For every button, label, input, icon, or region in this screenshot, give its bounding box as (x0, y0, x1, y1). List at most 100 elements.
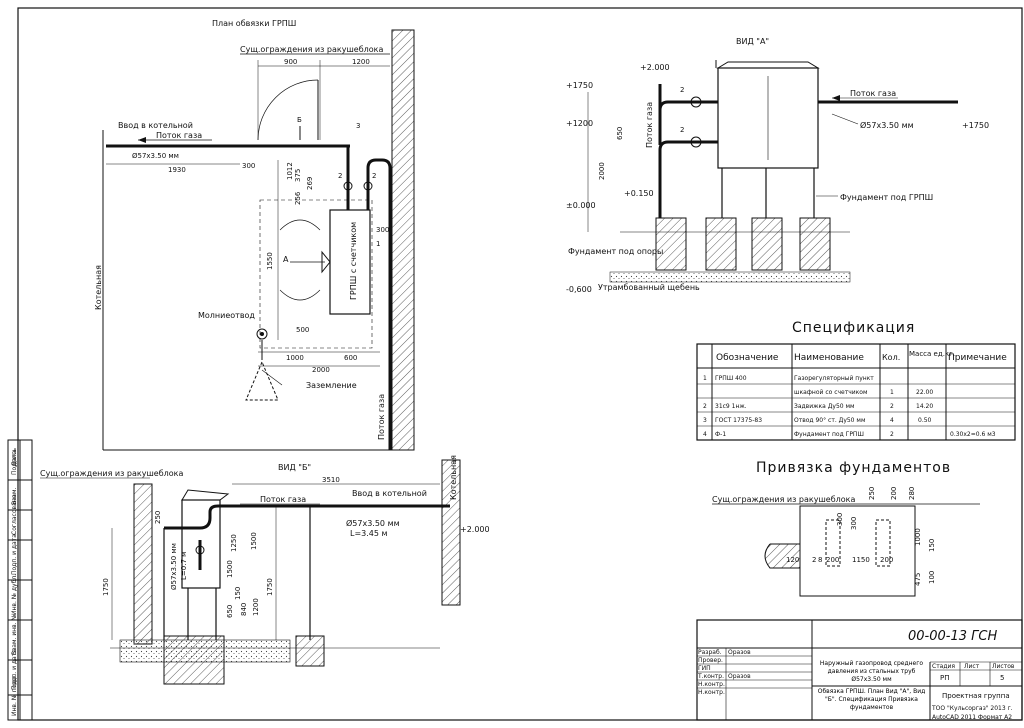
spec-r2-qty: 2 (890, 403, 894, 410)
view-a-level-0000: ±0.000 (566, 201, 596, 210)
view-b-flow-label: Поток газа (260, 495, 306, 504)
plan-dim-500: 500 (296, 326, 309, 334)
margin-label-7: Подпись (11, 448, 18, 475)
spec-r4-name: Фундамент под ГРПШ (794, 431, 864, 438)
view-b-inlet-label: Ввод в котельной (352, 489, 427, 498)
fnd-dim-1150: 1150 (852, 556, 870, 564)
view-a-foundation-2 (751, 217, 783, 271)
plan-cabinet-label: ГРПШ с счетчиком (349, 222, 358, 300)
view-a-gravel-label: Утрамбованный щебень (598, 283, 700, 292)
plan-mark-3: 3 (356, 122, 360, 130)
fnd-dim-200c: 200 (880, 556, 893, 564)
view-b-dim-1500: 1500 (250, 532, 258, 550)
spec-r3-name: Отвод 90° ст. Ду50 мм (794, 417, 865, 424)
view-a-level-2000: +2.000 (640, 63, 670, 72)
margin-label-5: Согласовано (11, 494, 18, 535)
fnd-dim-8: 8 (818, 556, 822, 564)
spec-r1b-mass: 22.00 (916, 389, 933, 396)
margin-label-4: Подп. и дата (11, 534, 18, 575)
view-b-dim-1500b: 1500 (226, 560, 234, 578)
view-a-level-0150: +0.150 (624, 189, 654, 198)
stamp-sheet-title: Обвязка ГРПШ. План Вид "А", Вид "Б". Спе… (817, 688, 926, 711)
view-b-dim-150: 150 (234, 587, 242, 600)
view-a-foundation-1 (705, 217, 737, 271)
stamp-name-3: Оразов (728, 673, 751, 680)
fnd-dim-300: 300 (836, 513, 844, 526)
view-a-supports-label: Фундамент под опоры (568, 247, 663, 256)
view-a-mark-2b: 2 (680, 126, 684, 134)
plan-ground-label: Заземление (306, 381, 357, 390)
plan-dim-600: 600 (344, 354, 357, 362)
spec-r1-code: ГРПШ 400 (715, 375, 747, 382)
stamp-org2: ТОО "Кульсоргаз" 2013 г. (931, 705, 1013, 712)
spec-r1b-qty: 1 (890, 389, 894, 396)
plan-boiler-label: Котельная (94, 265, 103, 310)
view-b-fence-label: Сущ.ограждения из ракушеблока (40, 469, 183, 478)
stamp-org1: Проектная группа (942, 692, 1010, 700)
fnd-dim-200b: 200 (826, 556, 839, 564)
spec-row-2: 2 31с9 1нж. Задвижка Ду50 мм 2 14.20 (703, 403, 933, 410)
plan-dim-300: 300 (242, 162, 255, 170)
spec-r2-code: 31с9 1нж. (715, 403, 747, 410)
spec-h-name: Наименование (794, 353, 864, 363)
fnd-dim-120: 120 (786, 556, 799, 564)
view-a-level-0600: -0,600 (566, 285, 592, 294)
stamp-name-0: Оразов (728, 649, 751, 656)
plan-dim-375: 375 (294, 169, 302, 182)
view-b-dim-650: 650 (226, 605, 234, 618)
stamp-role-4: Н.контр. (698, 681, 725, 688)
margin-label-8: Дата (11, 450, 18, 466)
view-a-pipe-label: Ø57х3.50 мм (860, 120, 914, 130)
left-margin-stamp: Инв. № подл. Подп. и дата Взам. инв. № И… (7, 439, 33, 721)
stamp-sheet-title-box: Обвязка ГРПШ. План Вид "А", Вид "Б". Спе… (817, 688, 926, 711)
foundations-fence-label: Сущ.ограждения из ракушеблока (712, 495, 855, 504)
view-b-boiler-wall (441, 459, 461, 606)
plan-flow-v-label: Поток газа (377, 394, 386, 440)
view-a-dim-2000: 2000 (598, 162, 606, 180)
view-a-dim-650: 650 (616, 127, 624, 140)
view-a-foundation-3 (799, 217, 831, 271)
stamp-code: 00-00-13 ГСН (908, 629, 997, 644)
plan-lightning-label: Молниеотвод (198, 311, 255, 320)
spec-r2-n: 2 (703, 403, 707, 410)
spec-r2-mass: 14.20 (916, 403, 933, 410)
foundations-title: Привязка фундаментов (756, 460, 951, 476)
view-b-pipe-v-len: L=0.7 м (180, 552, 188, 580)
plan-dim-900: 900 (284, 58, 297, 66)
stamp-role-0: Разраб. (698, 649, 722, 656)
view-b-pipe-len: L=3.45 м (350, 529, 388, 538)
spec-r4-n: 4 (703, 431, 707, 438)
margin-label-0: Инв. № подл. (11, 675, 18, 716)
stamp-sheets: 5 (1000, 674, 1004, 682)
plan-title: План обвязки ГРПШ (212, 19, 296, 28)
specification-table: Спецификация Обозначение Наименование Ко… (696, 320, 1016, 441)
plan-dim-1200: 1200 (352, 58, 370, 66)
plan-mark-2b: 2 (372, 172, 376, 180)
spec-row-1b: шкафной со счетчиком 1 22.00 (794, 389, 933, 396)
view-a: ВИД "А" 2 2 Поток газа Ø57х3.50 мм Поток… (566, 37, 989, 294)
stamp-stage: РП (940, 674, 950, 682)
stamp-project: Наружный газопровод среднего давления из… (819, 660, 924, 683)
view-b-fence-wall (133, 483, 153, 645)
plan-mark-2: 2 (338, 172, 342, 180)
view-b-pipe-label: Ø57х3.50 мм (346, 518, 400, 528)
plan-dim-256: 256 (294, 191, 302, 205)
title-block: 00-00-13 ГСН Разраб. Оразов Провер. ГИП … (696, 619, 1023, 721)
view-a-foundation-label: Фундамент под ГРПШ (840, 193, 933, 202)
spec-r1b-name: шкафной со счетчиком (794, 389, 868, 396)
view-b-dim-250: 250 (154, 511, 162, 524)
plan-flow-label: Поток газа (156, 131, 202, 140)
plan-view-a-mark: А (283, 255, 289, 264)
margin-label-1: Подп. и дата (11, 649, 18, 690)
plan-dim-1012: 1012 (286, 162, 294, 180)
fnd-dim-300b: 300 (850, 517, 858, 530)
fnd-dim-200: 200 (890, 487, 898, 500)
spec-row-3: 3 ГОСТ 17375-83 Отвод 90° ст. Ду50 мм 4 … (703, 417, 932, 424)
spec-h-mass: Масса ед.кг. (909, 350, 955, 358)
view-b-dim-3510: 3510 (322, 476, 340, 484)
view-b-dim-1200: 1200 (252, 598, 260, 616)
plan-dim-300b: 300 (376, 226, 389, 234)
stamp-role-3: Т.контр. (697, 673, 724, 680)
foundations-layout: Привязка фундаментов Сущ.ограждения из р… (712, 460, 980, 597)
plan-dim-1000: 1000 (286, 354, 304, 362)
